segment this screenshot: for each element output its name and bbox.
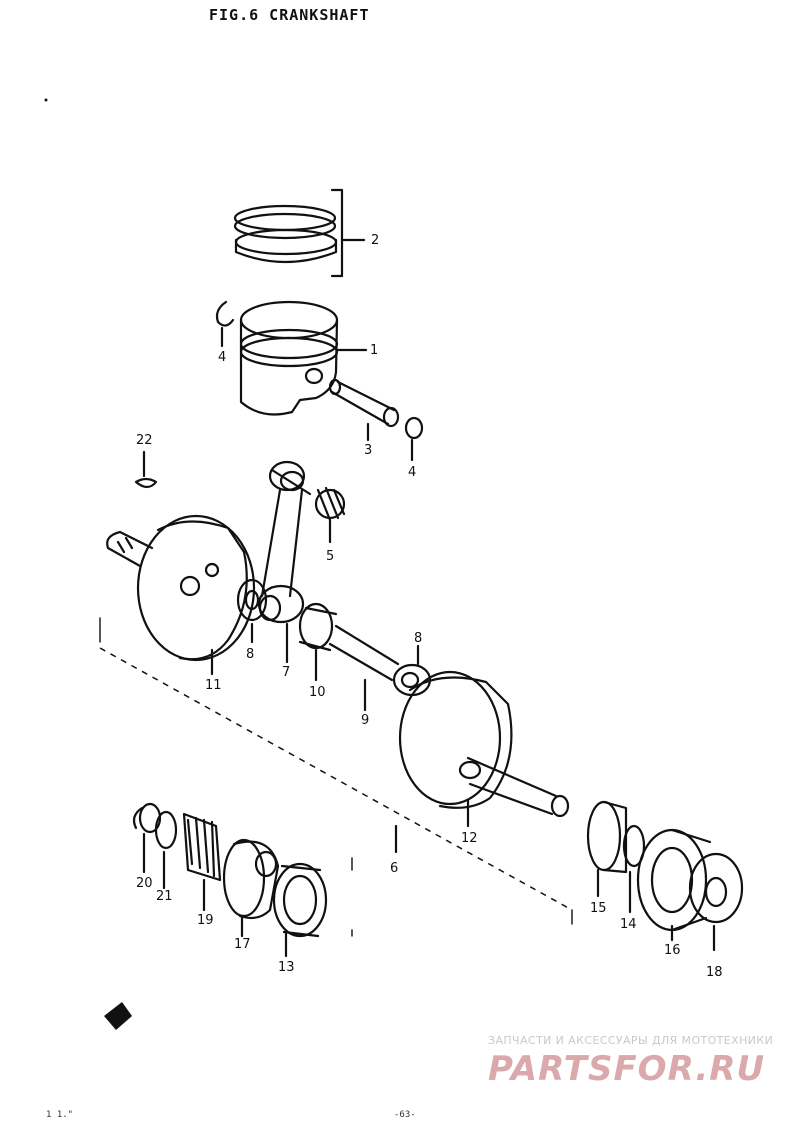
- part-label-5: 5: [326, 549, 335, 564]
- piston-rings-drawing: [233, 188, 366, 278]
- part-label-22: 22: [136, 433, 153, 448]
- connecting-rod-drawing: [257, 460, 346, 664]
- right-crank-web-drawing: [398, 670, 570, 828]
- part-label-8b: 8: [414, 631, 423, 646]
- figure-title: FIG.6 CRANKSHAFT: [209, 6, 370, 24]
- right-side-parts-drawing: [586, 800, 744, 952]
- piston-drawing: [215, 300, 368, 416]
- part-label-13: 13: [278, 960, 295, 975]
- part-label-12: 12: [461, 831, 478, 846]
- part-label-15: 15: [590, 901, 607, 916]
- left-side-parts-drawing: [132, 802, 328, 958]
- part-label-11: 11: [205, 678, 222, 693]
- part-label-2: 2: [371, 233, 380, 248]
- part-label-3: 3: [364, 443, 373, 458]
- part-label-1: 1: [370, 343, 379, 358]
- thrust-washers-drawing: [236, 578, 432, 697]
- watermark-tagline: ЗАПЧАСТИ И АКСЕССУАРЫ ДЛЯ МОТОТЕХНИКИ: [488, 1034, 774, 1047]
- crank-pin-drawing: [298, 602, 400, 712]
- part-label-7: 7: [282, 665, 291, 680]
- assembly-bracket-drawing: [99, 617, 573, 925]
- part-label-16: 16: [664, 943, 681, 958]
- part-label-18: 18: [706, 965, 723, 980]
- page-number: -63-: [394, 1110, 416, 1120]
- part-label-19: 19: [197, 913, 214, 928]
- part-label-20: 20: [136, 876, 153, 891]
- part-label-14: 14: [620, 917, 637, 932]
- left-crank-web-drawing: [106, 514, 256, 676]
- footer-left-mark: 1 1.": [46, 1110, 74, 1120]
- part-label-17: 17: [234, 937, 251, 952]
- part-label-10: 10: [309, 685, 326, 700]
- woodruff-key-drawing: [134, 450, 158, 489]
- part-label-21: 21: [156, 889, 173, 904]
- part-label-6: 6: [390, 861, 399, 876]
- part-label-9: 9: [361, 713, 370, 728]
- watermark-logo: PARTSFOR.RU: [488, 1049, 766, 1089]
- piston-pin-drawing: [328, 378, 424, 462]
- scan-artifacts-drawing: [44, 98, 353, 1030]
- part-label-8a: 8: [246, 647, 255, 662]
- part-label-4a: 4: [218, 350, 227, 365]
- part-label-4b: 4: [408, 465, 417, 480]
